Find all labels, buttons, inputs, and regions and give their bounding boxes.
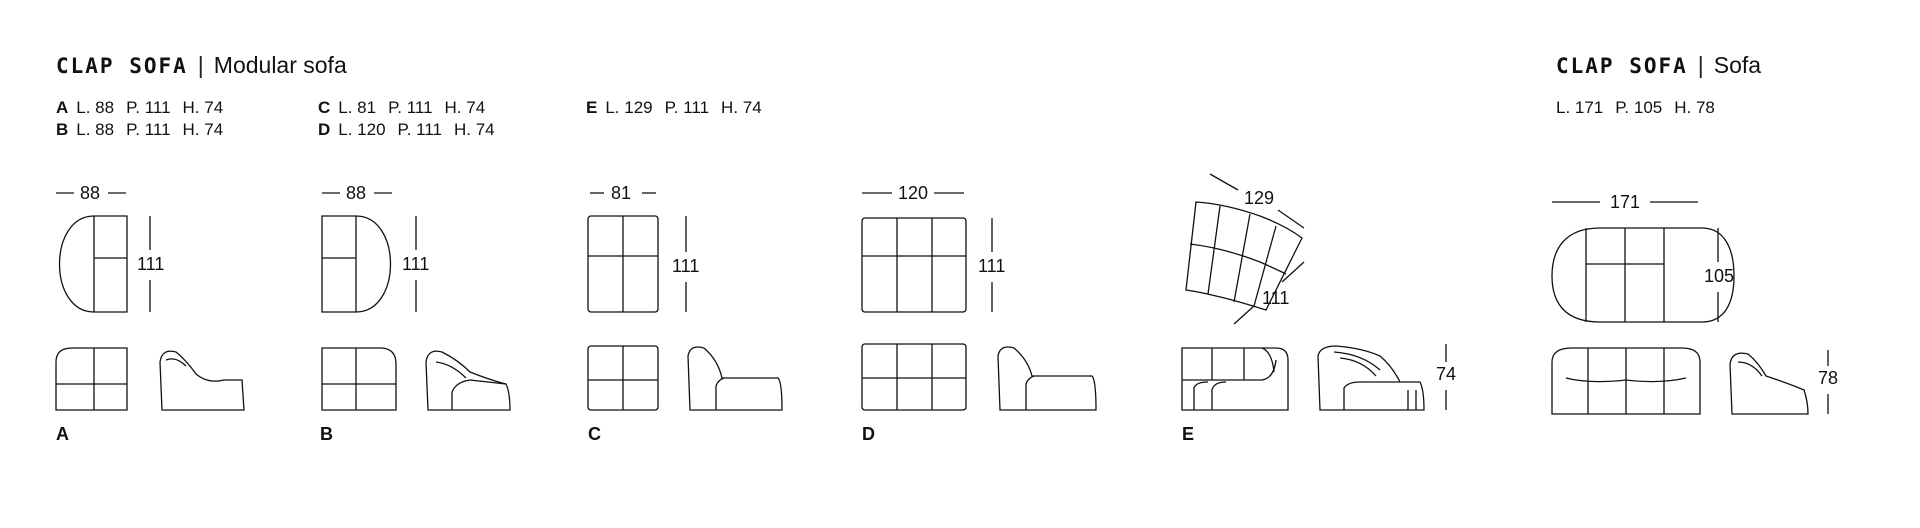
module-label-d: D <box>862 424 875 444</box>
spec-depth: P. 111 <box>397 120 442 139</box>
dim-d-width: 120 <box>898 183 928 203</box>
module-a-side-view <box>159 350 245 411</box>
spec-row-e: E L. 129 P. 111 H. 74 <box>586 97 774 119</box>
dim-e-width: 129 <box>1244 188 1274 208</box>
spec-length: L. 88 <box>76 120 115 139</box>
spec-depth: P. 111 <box>664 98 710 117</box>
module-d-depth-dimension: 111 <box>978 218 1005 312</box>
module-b-side-view <box>425 350 511 411</box>
module-d-width-dimension: 120 <box>862 183 964 203</box>
spec-letter: C <box>318 98 331 117</box>
spec-height: H. 74 <box>182 120 224 139</box>
sofa-depth-dimension: 105 <box>1704 228 1734 322</box>
spec-block-e: E L. 129 P. 111 H. 74 <box>586 97 774 119</box>
module-label-a: A <box>56 424 69 444</box>
spec-height: H. 74 <box>182 98 224 117</box>
module-a-top-view <box>58 215 128 313</box>
modular-subtitle: Modular sofa <box>213 52 347 78</box>
module-d-front-view <box>861 343 967 411</box>
module-d-top-view <box>861 217 967 313</box>
spec-depth: P. 105 <box>1615 98 1663 117</box>
module-c-depth-dimension: 111 <box>672 216 699 312</box>
sofa-top-view <box>1551 227 1735 323</box>
spec-depth: P. 111 <box>126 98 171 117</box>
module-a-width-dimension: 88 <box>56 183 126 203</box>
module-label-c: C <box>588 424 601 444</box>
spec-row-b: B L. 88 P. 111 H. 74 <box>56 119 235 141</box>
dim-e-depth: 111 <box>1262 288 1289 308</box>
spec-depth: P. 111 <box>126 120 171 139</box>
module-a-depth-dimension: 111 <box>137 216 164 312</box>
spec-letter: A <box>56 98 69 117</box>
dim-c-depth: 111 <box>672 256 699 276</box>
sofa-side-view <box>1729 352 1809 415</box>
module-d-side-view <box>997 346 1097 411</box>
module-b-front-view <box>321 347 397 411</box>
module-a-front-view <box>55 347 128 411</box>
spec-height: H. 74 <box>444 98 486 117</box>
module-e-height-dimension: 74 <box>1436 344 1456 410</box>
spec-length: L. 129 <box>605 98 653 117</box>
dim-e-height: 74 <box>1436 364 1456 384</box>
sofa-brand: CLAP SOFA <box>1556 54 1688 78</box>
spec-height: H. 74 <box>721 98 762 117</box>
module-label-e: E <box>1182 424 1195 444</box>
module-c-top-view <box>587 215 659 313</box>
sofa-width-dimension: 171 <box>1552 192 1698 212</box>
spec-depth: P. 111 <box>388 98 433 117</box>
modular-separator: | <box>197 52 204 78</box>
modular-title: CLAP SOFA | Modular sofa <box>56 52 347 79</box>
sofa-height-dimension: 78 <box>1818 350 1838 414</box>
module-b-width-dimension: 88 <box>322 183 392 203</box>
dim-sofa-height: 78 <box>1818 368 1838 388</box>
module-c-front-view <box>587 345 659 411</box>
module-e-side-view <box>1317 345 1425 411</box>
spec-height: H. 78 <box>1674 98 1715 117</box>
spec-length: L. 171 <box>1556 98 1604 117</box>
spec-row-d: D L. 120 P. 111 H. 74 <box>318 119 507 141</box>
dim-b-width: 88 <box>346 183 366 203</box>
sofa-title: CLAP SOFA | Sofa <box>1556 52 1761 79</box>
dim-a-width: 88 <box>80 183 100 203</box>
dim-a-depth: 111 <box>137 254 164 274</box>
spec-length: L. 81 <box>338 98 377 117</box>
sofa-separator: | <box>1697 52 1704 78</box>
module-label-b: B <box>320 424 333 444</box>
dim-b-depth: 111 <box>402 254 429 274</box>
module-b-top-view <box>321 215 392 313</box>
sofa-front-view <box>1551 347 1701 415</box>
spec-letter: D <box>318 120 331 139</box>
dim-c-width: 81 <box>611 183 631 203</box>
module-e-width-dimension: 129 <box>1209 173 1305 229</box>
spec-letter: B <box>56 120 69 139</box>
module-c-width-dimension: 81 <box>590 183 656 203</box>
module-e-front-view <box>1181 347 1289 411</box>
spec-letter: E <box>586 98 598 117</box>
sofa-spec: L. 171 P. 105 H. 78 <box>1556 97 1727 119</box>
spec-row-c: C L. 81 P. 111 H. 74 <box>318 97 507 119</box>
spec-length: L. 120 <box>338 120 386 139</box>
spec-row-a: A L. 88 P. 111 H. 74 <box>56 97 235 119</box>
module-c-side-view <box>687 346 783 411</box>
spec-height: H. 74 <box>453 120 495 139</box>
dim-sofa-depth: 105 <box>1704 266 1734 286</box>
module-e-top-view <box>1185 201 1303 311</box>
module-b-depth-dimension: 111 <box>402 216 429 312</box>
spec-length: L. 88 <box>76 98 115 117</box>
dim-d-depth: 111 <box>978 256 1005 276</box>
modular-brand: CLAP SOFA <box>56 54 188 78</box>
dim-sofa-width: 171 <box>1610 192 1640 212</box>
sofa-subtitle: Sofa <box>1713 52 1762 78</box>
spec-block-ab: A L. 88 P. 111 H. 74 B L. 88 P. 111 H. 74 <box>56 97 235 141</box>
module-e-depth-dimension: 111 <box>1233 261 1305 325</box>
